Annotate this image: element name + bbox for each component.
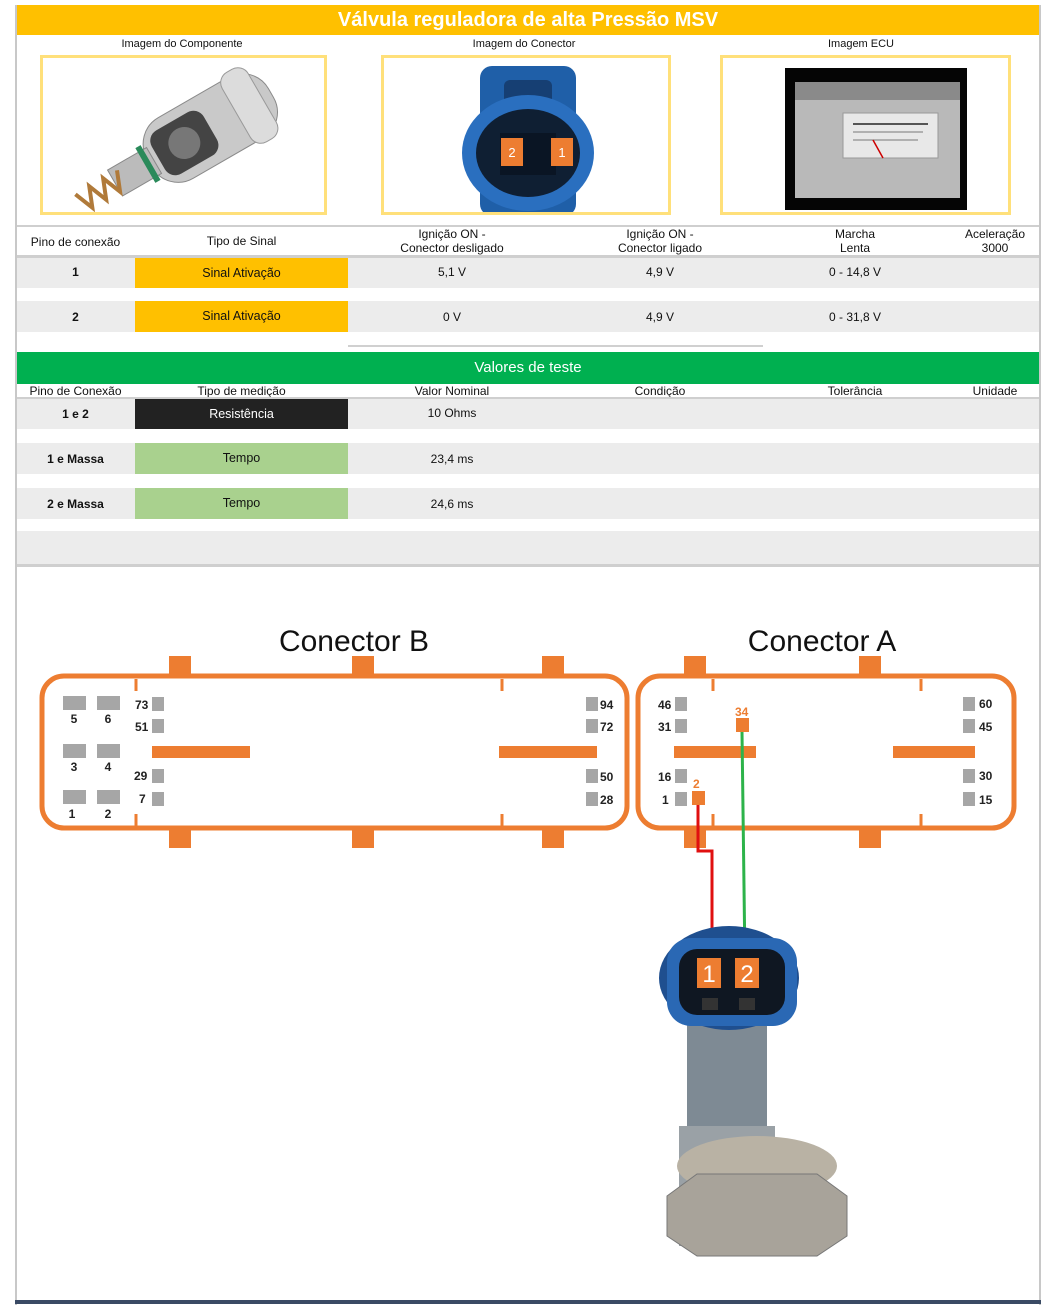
connector-a-body [635, 656, 1017, 848]
a-pin-2-label: 2 [693, 777, 700, 791]
connector-a-pins [675, 697, 975, 806]
test-row2-nominal: 23,4 ms [430, 452, 474, 466]
header-idle: Marcha Lenta [834, 227, 875, 255]
test-row3-nominal: 24,6 ms [430, 497, 474, 511]
connector-a-title: Conector A [748, 625, 896, 658]
ecu-illustration [785, 68, 967, 210]
test-row1-type: Resistência [135, 399, 348, 429]
test-values-title: Valores de teste [17, 352, 1039, 384]
row2-signal-type: Sinal Ativação [135, 301, 348, 332]
header-signal-type: Tipo de Sinal [206, 234, 277, 248]
test-header-nominal: Valor Nominal [414, 384, 490, 398]
connector-image: 2 1 [381, 55, 671, 215]
green-wire [740, 731, 747, 965]
row1-pin: 1 [72, 265, 79, 279]
a-pin-label: 31 [658, 720, 672, 734]
test-row3-type: Tempo [135, 488, 348, 519]
connector-pin-1-label: 1 [558, 145, 565, 160]
test-row1-pin: 1 e 2 [62, 407, 89, 421]
b-pin-label: 28 [600, 793, 614, 807]
component-image [40, 55, 327, 215]
test-header-tolerance: Tolerância [827, 384, 883, 398]
b-pin-label: 72 [600, 720, 614, 734]
row1-ign-off: 5,1 V [437, 265, 467, 279]
row1-idle: 0 - 14,8 V [828, 265, 882, 279]
connector-b-title: Conector B [279, 625, 429, 658]
ecu-image-caption: Imagem ECU [827, 38, 895, 50]
sensor-pin-1-label: 1 [702, 961, 715, 988]
row2-ign-off: 0 V [442, 310, 461, 324]
ecu-image [720, 55, 1011, 215]
a-pin-label: 46 [658, 698, 672, 712]
component-illustration [74, 67, 279, 212]
page-bottom-bar [15, 1300, 1041, 1304]
row1-signal-type: Sinal Ativação [135, 258, 348, 288]
b-pin-label: 7 [139, 792, 146, 806]
page-title: Válvula reguladora de alta Pressão MSV [17, 5, 1039, 35]
a-pin-label: 60 [979, 697, 993, 711]
connector-illustration: 2 1 [462, 66, 594, 212]
b-pin-label: 6 [105, 712, 112, 726]
a-pin-label: 15 [979, 793, 993, 807]
table-row-empty [17, 531, 1039, 564]
table-bottom-divider [348, 345, 763, 347]
wiring-diagram: Conector B [17, 566, 1039, 1298]
sensor-illustration: 1 2 [659, 926, 848, 1257]
a-pin-34-label: 34 [735, 705, 749, 719]
a-pin-34-marker [736, 718, 749, 732]
row1-ign-on: 4,9 V [645, 265, 675, 279]
table-end-divider [17, 564, 1039, 567]
b-pin-label: 73 [135, 698, 149, 712]
header-accel: Aceleração 3000 [964, 227, 1026, 255]
table-top-divider [17, 225, 1039, 227]
b-pin-label: 50 [600, 770, 614, 784]
b-pin-label: 1 [69, 807, 76, 821]
header-ign-off: Ignição ON - Conector desligado [400, 227, 504, 255]
b-pin-label: 94 [600, 698, 614, 712]
test-row2-pin: 1 e Massa [47, 452, 104, 466]
connector-image-caption: Imagem do Conector [472, 38, 576, 50]
component-image-caption: Imagem do Componente [121, 38, 243, 50]
wiring-diagram-svg: Conector B [39, 625, 1017, 1257]
connector-b-pins [63, 696, 598, 806]
test-header-pin: Pino de Conexão [29, 384, 122, 398]
header-ign-on: Ignição ON - Conector ligado [617, 227, 703, 255]
test-header-type: Tipo de medição [197, 384, 286, 398]
b-pin-label: 5 [71, 712, 78, 726]
connector-b-body [39, 656, 630, 848]
b-pin-label: 51 [135, 720, 149, 734]
a-pin-label: 16 [658, 770, 672, 784]
test-header-condition: Condição [634, 384, 686, 398]
test-row1-nominal: 10 Ohms [427, 406, 477, 420]
header-divider [17, 255, 1039, 258]
b-pin-label: 29 [134, 769, 148, 783]
a-pin-label: 1 [662, 793, 669, 807]
test-header-unit: Unidade [972, 384, 1018, 398]
header-pin: Pino de conexão [30, 235, 121, 249]
row2-idle: 0 - 31,8 V [828, 310, 882, 324]
test-row2-type: Tempo [135, 443, 348, 474]
row2-ign-on: 4,9 V [645, 310, 675, 324]
b-pin-label: 4 [105, 760, 112, 774]
a-pin-2-marker [692, 791, 705, 805]
a-pin-label: 45 [979, 720, 993, 734]
connector-pin-2-label: 2 [508, 145, 515, 160]
page-frame [15, 5, 1041, 1305]
row2-pin: 2 [72, 310, 79, 324]
test-row3-pin: 2 e Massa [47, 497, 104, 511]
b-pin-label: 2 [105, 807, 112, 821]
b-pin-label: 3 [71, 760, 78, 774]
red-wire [696, 805, 714, 964]
a-pin-label: 30 [979, 769, 993, 783]
sensor-pin-2-label: 2 [740, 961, 753, 988]
test-header-divider [17, 397, 1039, 399]
